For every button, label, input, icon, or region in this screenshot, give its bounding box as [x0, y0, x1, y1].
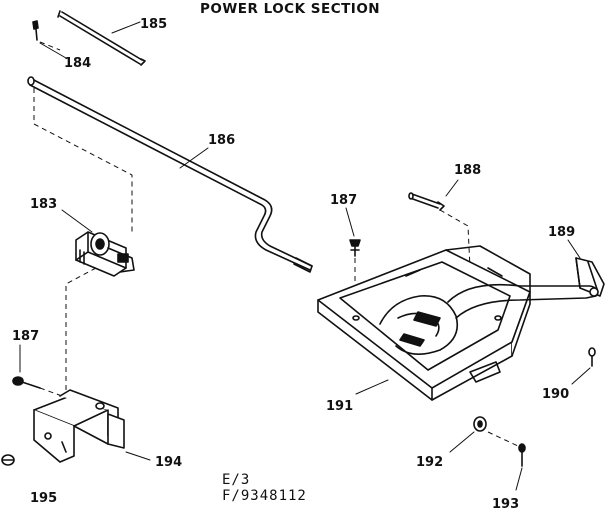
part-194-bracket	[33, 389, 125, 463]
part-195-clip	[1, 454, 15, 466]
leader-193	[515, 467, 523, 491]
label-186: 186	[208, 133, 235, 148]
footer-code-line2: F/9348112	[222, 488, 307, 504]
alignment-line-184	[39, 41, 61, 51]
label-188: 188	[454, 163, 481, 178]
part-192-nut	[473, 416, 487, 432]
label-187-left: 187	[12, 329, 39, 344]
part-188-pin	[408, 192, 445, 211]
part-187-screw-left	[12, 376, 41, 389]
footer-code-line1: E/3	[222, 472, 250, 488]
label-187-center: 187	[330, 193, 357, 208]
leader-189	[567, 239, 581, 259]
leader-184	[39, 42, 67, 59]
leader-194	[125, 451, 151, 461]
part-190-screw	[588, 347, 596, 367]
part-184-screw	[32, 20, 39, 41]
part-183-motor	[75, 231, 135, 277]
part-191-lock-assembly	[317, 245, 599, 401]
label-183: 183	[30, 197, 57, 212]
label-192: 192	[416, 455, 443, 470]
leader-192	[449, 431, 475, 453]
label-189: 189	[548, 225, 575, 240]
label-190: 190	[542, 387, 569, 402]
diagram-title: POWER LOCK SECTION	[200, 1, 380, 17]
alignment-line-188	[439, 209, 471, 269]
label-185: 185	[140, 17, 167, 32]
label-195: 195	[30, 491, 57, 506]
alignment-line-187-left	[39, 387, 63, 397]
part-185-rod	[57, 10, 146, 66]
leader-183	[61, 209, 93, 233]
part-186-lock-rod	[27, 76, 313, 273]
label-194: 194	[155, 455, 182, 470]
alignment-line-193	[487, 431, 519, 447]
label-193: 193	[492, 497, 519, 512]
label-191: 191	[326, 399, 353, 414]
label-184: 184	[64, 56, 91, 71]
leader-186	[179, 147, 209, 169]
leader-185	[111, 21, 141, 34]
leader-191	[355, 379, 389, 395]
leader-188	[445, 179, 459, 197]
leader-187-center	[345, 207, 355, 237]
part-193-screw	[518, 443, 526, 467]
alignment-line-183	[65, 267, 97, 392]
leader-190	[571, 367, 591, 385]
part-187-pin-center	[349, 239, 361, 257]
alignment-line-186	[33, 88, 133, 232]
